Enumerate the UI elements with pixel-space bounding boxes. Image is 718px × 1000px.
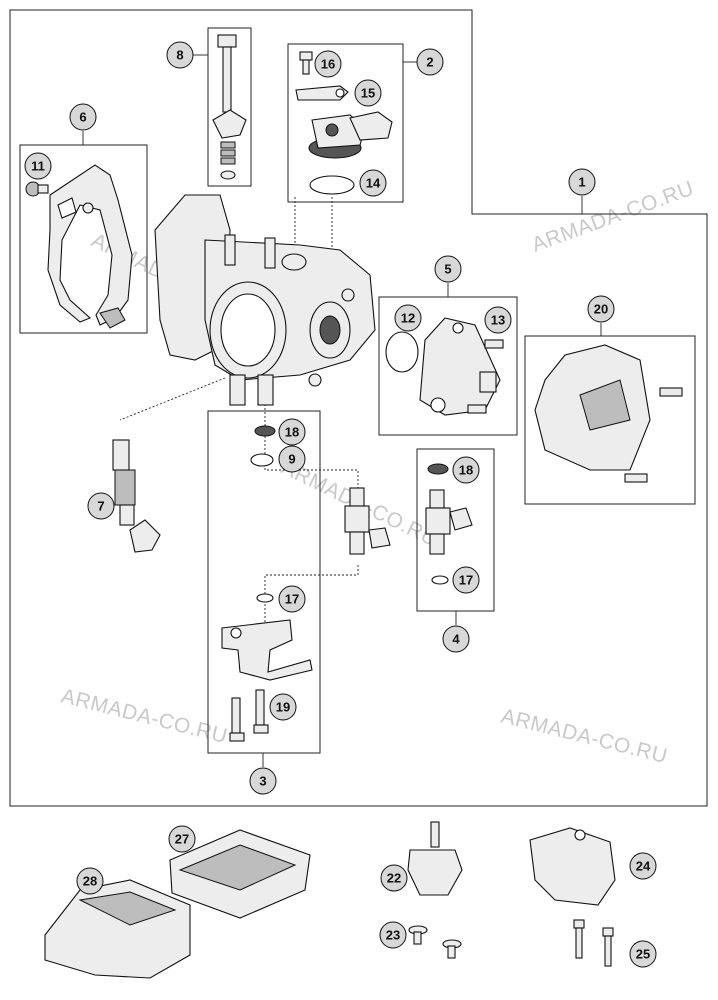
callout-23: 23	[379, 921, 407, 949]
ecu-part-28	[44, 879, 191, 979]
screw-part-13	[467, 339, 504, 414]
callout-12: 12	[394, 304, 422, 332]
svg-text:18: 18	[459, 463, 473, 478]
screw-part-23	[408, 925, 462, 959]
watermark: ARMADA-CO.RU	[529, 177, 697, 257]
callout-3: 3	[249, 767, 277, 795]
callout-8: 8	[166, 41, 194, 69]
callout-24: 24	[629, 852, 657, 880]
svg-text:14: 14	[366, 176, 381, 191]
callout-17-3: 17	[278, 585, 306, 613]
callout-13: 13	[484, 306, 512, 334]
watermark: ARMADA-CO.RU	[499, 705, 670, 769]
o-ring-part-14	[309, 175, 355, 195]
leader-3c	[264, 565, 359, 650]
callout-6: 6	[69, 103, 97, 131]
leader-7	[119, 377, 226, 421]
svg-text:24: 24	[636, 859, 651, 874]
svg-text:5: 5	[444, 262, 451, 277]
svg-text:28: 28	[83, 874, 97, 889]
lever-part-15	[295, 85, 349, 101]
callout-25: 25	[629, 940, 657, 968]
frame-8	[207, 27, 252, 187]
seal-part-18b	[427, 463, 449, 475]
sensor-part-5	[419, 317, 501, 416]
svg-text:1: 1	[578, 175, 585, 190]
svg-text:11: 11	[31, 159, 45, 174]
frame-2	[287, 43, 404, 203]
screw-part-16	[299, 51, 313, 75]
svg-text:20: 20	[594, 302, 608, 317]
callout-14: 14	[359, 169, 387, 197]
bolt-part-25	[573, 919, 614, 967]
callout-28: 28	[76, 867, 104, 895]
svg-text:3: 3	[259, 774, 266, 789]
sensor-part-2	[308, 111, 393, 159]
callout-7: 7	[87, 492, 115, 520]
svg-text:8: 8	[176, 48, 183, 63]
svg-text:12: 12	[401, 311, 415, 326]
injector-part-4	[425, 489, 473, 555]
callout-18-3: 18	[278, 418, 306, 446]
frame-20	[524, 335, 696, 505]
svg-text:6: 6	[79, 110, 86, 125]
leader-14	[294, 197, 333, 250]
leader-3b	[264, 380, 359, 490]
sensor-part-20	[534, 344, 651, 471]
svg-text:2: 2	[426, 55, 433, 70]
svg-text:19: 19	[276, 700, 290, 715]
callout-4: 4	[442, 625, 470, 653]
seal-part-17b	[431, 575, 449, 585]
ecu-part-27	[169, 829, 311, 919]
sensor-part-22	[407, 821, 463, 896]
frame-3	[207, 410, 321, 754]
svg-text:23: 23	[386, 928, 400, 943]
callout-18-4: 18	[452, 456, 480, 484]
seal-part-18	[254, 425, 276, 437]
screw-part-11	[25, 181, 49, 197]
o-ring-part-12	[385, 331, 419, 373]
bracket-part-6	[47, 164, 133, 329]
callout-9: 9	[278, 445, 306, 473]
bolt-part-8	[212, 34, 247, 180]
svg-text:17: 17	[459, 573, 473, 588]
svg-text:18: 18	[285, 425, 299, 440]
svg-text:9: 9	[288, 452, 295, 467]
svg-text:16: 16	[321, 57, 335, 72]
callout-20: 20	[587, 295, 615, 323]
svg-text:15: 15	[361, 86, 375, 101]
callout-15: 15	[354, 79, 382, 107]
callout-11: 11	[24, 152, 52, 180]
frame-4	[416, 448, 495, 612]
bolt-part-19	[229, 689, 269, 742]
seal-part-17a	[256, 593, 274, 603]
callout-27: 27	[168, 825, 196, 853]
callout-22: 22	[380, 864, 408, 892]
callout-5: 5	[434, 255, 462, 283]
watermark: ARMADA-CO.RU	[59, 685, 230, 749]
assembly-1-frame	[9, 9, 708, 807]
seal-part-9	[250, 453, 274, 467]
sensor-part-7	[112, 439, 161, 553]
callout-2: 2	[416, 48, 444, 76]
injector-part-3	[344, 487, 391, 555]
svg-text:7: 7	[97, 499, 104, 514]
svg-text:27: 27	[175, 832, 189, 847]
svg-text:13: 13	[491, 313, 505, 328]
svg-text:25: 25	[636, 947, 650, 962]
frame-6	[19, 144, 148, 334]
callout-1: 1	[568, 168, 596, 196]
throttle-body	[154, 194, 376, 406]
svg-text:22: 22	[387, 871, 401, 886]
manifold-part-3	[221, 619, 313, 681]
callout-16: 16	[314, 50, 342, 78]
sensor-part-24	[529, 827, 616, 906]
callout-19: 19	[269, 693, 297, 721]
callout-17-4: 17	[452, 566, 480, 594]
svg-text:17: 17	[285, 592, 299, 607]
screw-part-20	[624, 387, 683, 483]
svg-text:4: 4	[452, 632, 460, 647]
